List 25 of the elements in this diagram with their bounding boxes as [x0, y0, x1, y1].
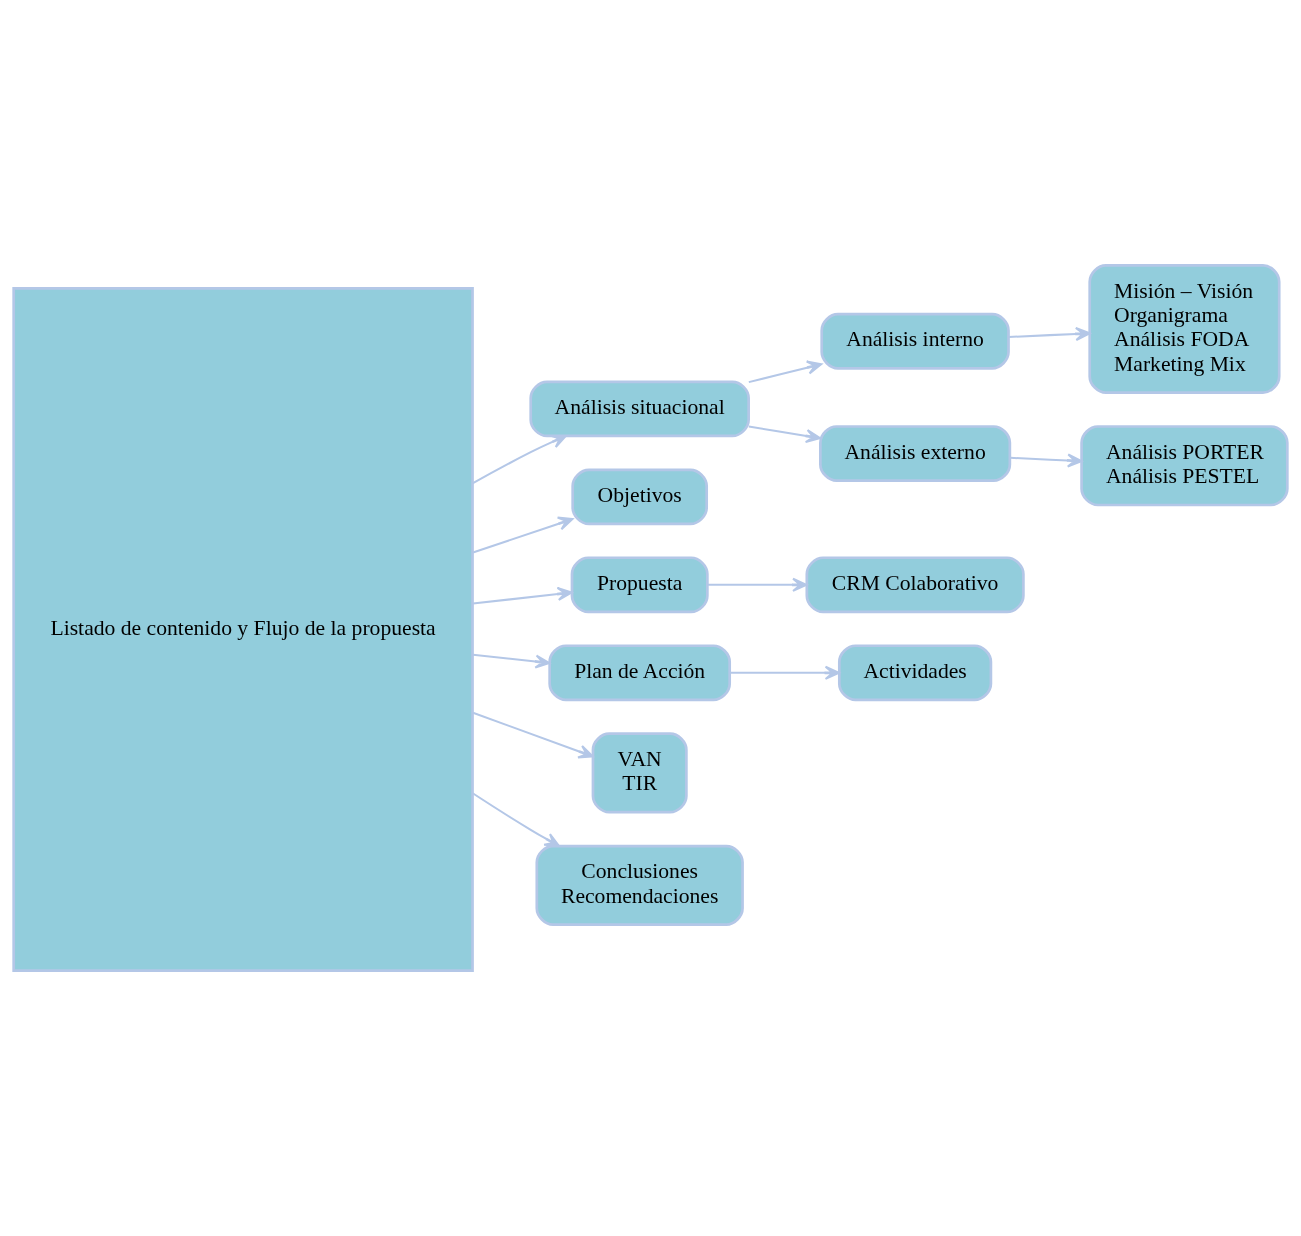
node-box: Misión – Visión Organigrama Análisis FODA Marketing Mix: [1088, 264, 1281, 394]
arrow: [707, 577, 808, 592]
node-box: Análisis PORTER Análisis PESTEL: [1080, 425, 1289, 507]
arrow: [748, 360, 823, 384]
arrow: [748, 425, 821, 444]
arrow: [1010, 453, 1083, 468]
node-box: Listado de contenido y Flujo de la propuesta: [12, 287, 474, 972]
arrow: [1008, 326, 1091, 342]
arrow: [472, 586, 573, 605]
node-box: Análisis externo: [819, 425, 1012, 482]
node-box: CRM Colaborativo: [805, 556, 1025, 614]
node-box: Conclusiones Recomendaciones: [535, 844, 744, 926]
node-box: VAN TIR: [591, 732, 688, 814]
arrow: [729, 665, 841, 680]
node-box: Objetivos: [571, 468, 709, 526]
node-box: Plan de Acción: [548, 644, 732, 702]
node-box: Propuesta: [570, 556, 709, 614]
node-box: Análisis situacional: [529, 380, 750, 438]
arrow: [472, 434, 567, 485]
arrow: [472, 653, 551, 669]
arrow: [472, 516, 574, 554]
arrow: [472, 792, 560, 847]
arrow: [472, 711, 594, 759]
node-box: Análisis interno: [820, 312, 1010, 370]
node-box: Actividades: [837, 644, 993, 702]
